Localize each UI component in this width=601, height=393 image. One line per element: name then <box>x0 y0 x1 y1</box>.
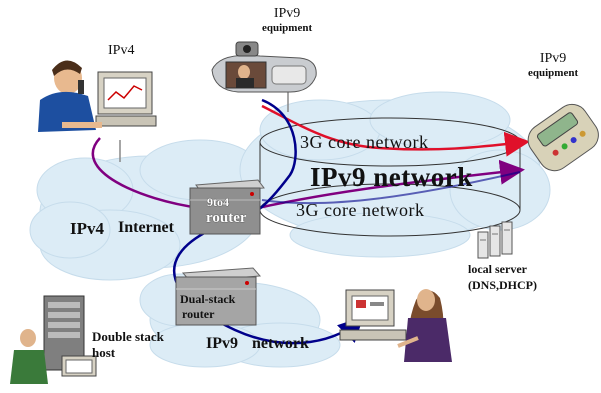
local-server-graphic <box>477 221 513 259</box>
ipv4-to-ipv9-link <box>257 159 525 210</box>
ipv9-network-title: IPv9 network <box>310 162 473 192</box>
router-label-line1: 9to4 <box>207 195 229 209</box>
double-stack-host-graphic <box>10 295 97 384</box>
ipv9-handheld-graphic <box>527 103 599 172</box>
router-9to4-graphic <box>189 179 265 235</box>
ipv9-blue-link-right <box>261 171 521 205</box>
ipv9-network-bottom-part2: network <box>252 335 309 352</box>
ipv9-network-bottom-part1: IPv9 <box>206 335 238 352</box>
core-network-lower-label: 3G core network <box>296 200 425 220</box>
ipv4-link <box>91 137 201 210</box>
ipv9-equipment-top-line1: IPv9 <box>273 6 301 21</box>
dual-stack-router-graphic <box>175 267 262 326</box>
dual-stack-router-label-line2: router <box>182 307 215 321</box>
local-server-label-line2: (DNS,DHCP) <box>468 278 537 292</box>
double-stack-host-label-line2: host <box>92 345 116 360</box>
ipv9-user-graphic <box>339 289 452 362</box>
ipv9-equipment-right-line1: IPv9 <box>539 51 567 66</box>
ipv4-user-graphic <box>38 60 157 132</box>
ipv9-red-link <box>261 104 530 157</box>
ipv4-internet-label-part2: Internet <box>118 219 174 236</box>
ipv4-internet-label-part1: IPv4 <box>70 219 104 238</box>
dual-stack-router-label-line1: Dual-stack <box>180 292 236 306</box>
ipv9-video-phone-graphic <box>211 41 317 93</box>
local-server-label-line1: local server <box>468 262 527 276</box>
ipv9-blue-link-top <box>257 98 297 212</box>
double-stack-host-label-line1: Double stack <box>92 329 164 344</box>
ipv9-blue-link-bottom <box>172 228 364 345</box>
router-label-line2: router <box>206 210 247 226</box>
ipv4-label: IPv4 <box>108 43 135 58</box>
ipv9-equipment-right-line2: equipment <box>528 67 579 79</box>
ipv9-equipment-top-line2: equipment <box>262 22 313 34</box>
core-network-cloud <box>239 91 551 258</box>
core-network-upper-label: 3G core network <box>300 132 429 152</box>
ipv9-equipment-top-label: IPv9 equipment <box>262 7 312 34</box>
ipv9-equipment-right-label: IPv9 equipment <box>528 52 578 79</box>
